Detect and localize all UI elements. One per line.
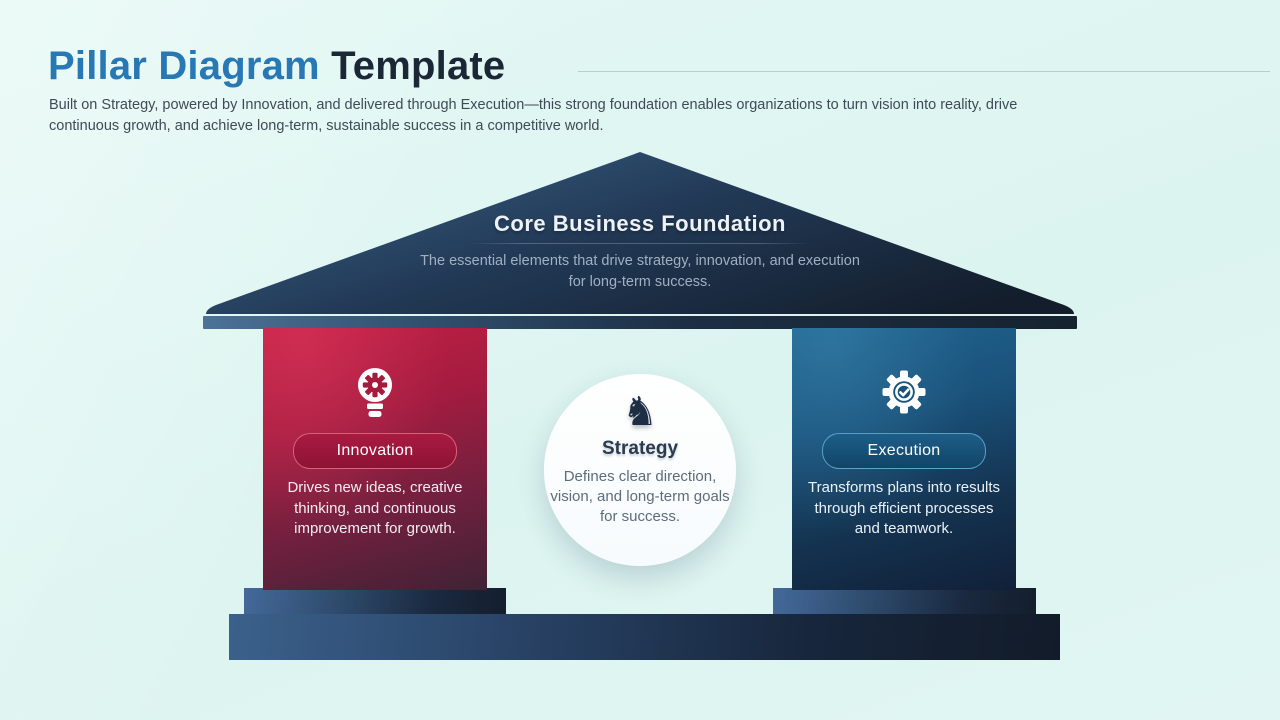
strategy-label: Strategy bbox=[601, 438, 679, 459]
roof-description: The essential elements that drive strate… bbox=[420, 253, 860, 290]
strategy-circle: ♞ Strategy Defines clear direction, visi… bbox=[544, 374, 736, 566]
innovation-description: Drives new ideas, creative thinking, and… bbox=[287, 479, 463, 537]
page-title-rest: Template bbox=[319, 44, 506, 88]
roof-triangle bbox=[206, 152, 1074, 314]
execution-label: Execution bbox=[867, 442, 941, 459]
pillar-innovation: Innovation Drives new ideas, creative th… bbox=[263, 328, 487, 590]
chess-knight-icon: ♞ bbox=[622, 390, 658, 434]
right-pillar-foot bbox=[773, 588, 1036, 614]
page-subtitle: Built on Strategy, powered by Innovation… bbox=[49, 97, 1018, 134]
roof-heading: Core Business Foundation bbox=[494, 211, 786, 236]
innovation-label-pill: Innovation bbox=[293, 433, 457, 469]
page-title: Pillar Diagram Template bbox=[48, 44, 505, 89]
title-rule-line bbox=[578, 71, 1270, 72]
roof-architrave-bar bbox=[203, 316, 1077, 329]
page-title-highlight: Pillar Diagram bbox=[48, 44, 320, 88]
roof-divider-line bbox=[470, 243, 810, 244]
strategy-description: Defines clear direction, vision, and lon… bbox=[550, 468, 730, 525]
pillar-execution: Execution Transforms plans into results … bbox=[792, 328, 1016, 590]
gear-check-icon bbox=[882, 370, 926, 414]
execution-description: Transforms plans into results through ef… bbox=[807, 479, 1000, 537]
left-pillar-foot bbox=[244, 588, 506, 614]
foundation-base bbox=[229, 614, 1060, 660]
innovation-label: Innovation bbox=[336, 442, 414, 459]
execution-label-pill: Execution bbox=[822, 433, 986, 469]
lightbulb-gear-icon bbox=[358, 368, 392, 417]
